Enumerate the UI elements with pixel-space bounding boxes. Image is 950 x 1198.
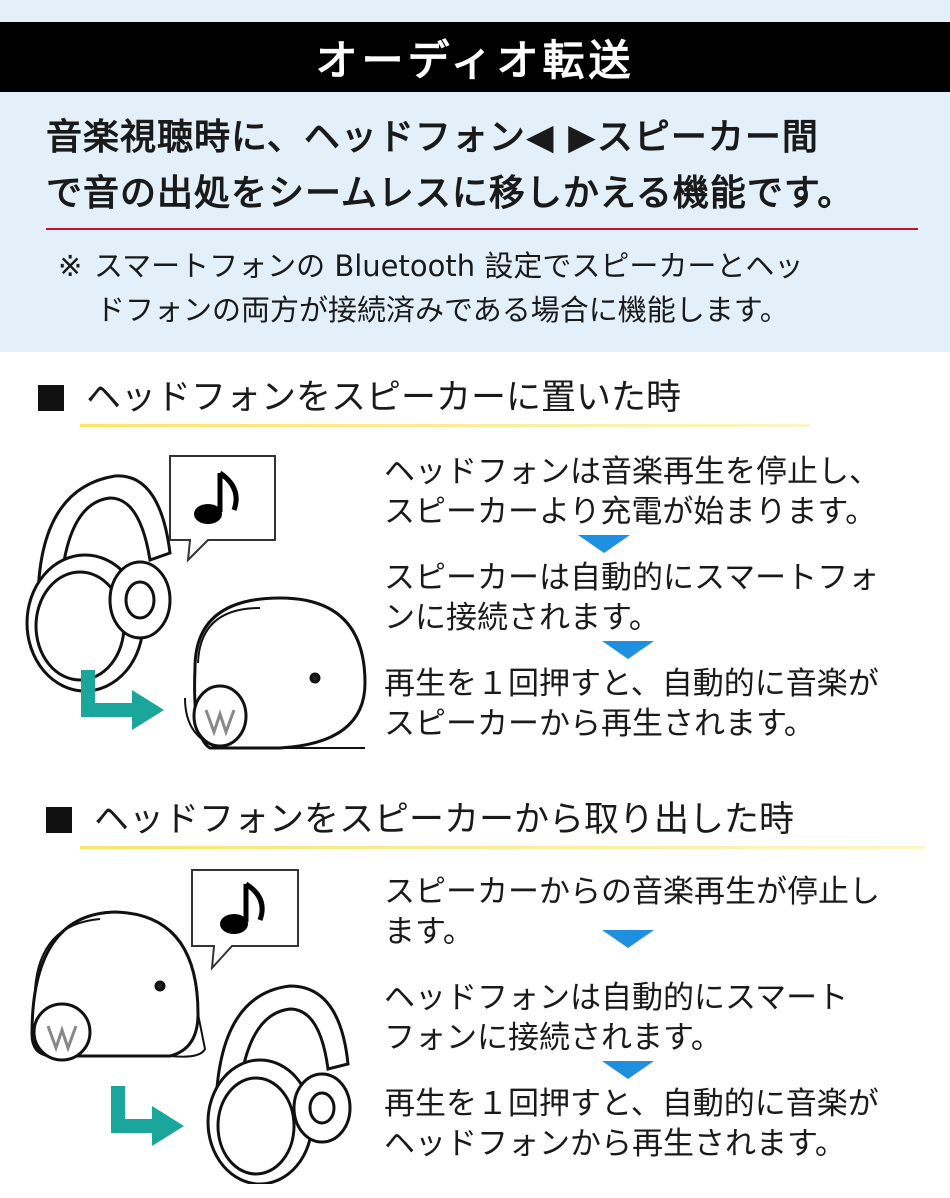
step-line: フォンに接続されます。 — [384, 1020, 722, 1056]
note-line-1: スマートフォンの Bluetooth 設定でスピーカーとヘッ — [94, 249, 804, 283]
illustration-place-on-speaker — [25, 455, 367, 750]
music-note-icon — [220, 881, 265, 934]
step-line: ヘッドフォンは音楽再生を停止し、 — [384, 454, 880, 490]
speaker-icon — [184, 596, 367, 750]
headphones-icon — [206, 984, 352, 1184]
lead-text: 音楽視聴時に、ヘッドフォン◀ ▶スピーカー間 で音の出処をシームレスに移しかえる… — [46, 110, 926, 222]
step-line: 再生を１回押すと、自動的に音楽が — [384, 1086, 879, 1122]
speaker-icon — [30, 910, 207, 1062]
step-text: ヘッドフォンは音楽再生を停止し、 スピーカーより充電が始まります。 — [384, 452, 929, 532]
step-line: スピーカーからの音楽再生が停止し — [384, 874, 880, 910]
step-line: ンに接続されます。 — [384, 600, 660, 636]
headphones-icon — [25, 474, 172, 693]
step-line: ヘッドフォンは自動的にスマート — [384, 980, 849, 1016]
teal-arrow-icon — [81, 670, 164, 730]
step-text: 再生を１回押すと、自動的に音楽が ヘッドフォンから再生されます。 — [384, 1084, 929, 1164]
blue-down-triangle-icon — [602, 930, 654, 948]
step-line: スピーカーから再生されます。 — [384, 706, 815, 742]
step-text: スピーカーからの音楽再生が停止し ます。 — [384, 872, 929, 952]
bullet-square-icon — [46, 807, 72, 833]
step-line: 再生を１回押すと、自動的に音楽が — [384, 666, 879, 702]
section-heading-remove: ヘッドフォンをスピーカーから取り出した時 — [46, 796, 794, 844]
blue-down-triangle-icon — [602, 1061, 654, 1079]
blue-down-triangle-icon — [578, 535, 630, 553]
divider — [46, 228, 918, 230]
section-heading-text: ヘッドフォンをスピーカーから取り出した時 — [94, 800, 795, 840]
heading-underline — [80, 846, 925, 849]
bullet-square-icon — [38, 385, 64, 411]
step-text: ヘッドフォンは自動的にスマート フォンに接続されます。 — [384, 978, 929, 1058]
note-mark: ※ — [58, 249, 83, 283]
illustration-remove-from-speaker — [30, 869, 352, 1184]
lead-line-2: で音の出処をシームレスに移しかえる機能です。 — [46, 173, 855, 214]
page-title: オーディオ転送 — [0, 22, 950, 92]
step-text: 再生を１回押すと、自動的に音楽が スピーカーから再生されます。 — [384, 664, 929, 744]
blue-down-triangle-icon — [602, 641, 654, 659]
section-heading-place: ヘッドフォンをスピーカーに置いた時 — [38, 374, 681, 422]
teal-arrow-icon — [111, 1086, 184, 1146]
step-line: スピーカーは自動的にスマートフォ — [384, 560, 880, 596]
step-line: スピーカーより充電が始まります。 — [384, 494, 877, 530]
lead-line-1: 音楽視聴時に、ヘッドフォン◀ ▶スピーカー間 — [46, 117, 819, 158]
step-line: ヘッドフォンから再生されます。 — [384, 1126, 846, 1162]
step-text: スピーカーは自動的にスマートフォ ンに接続されます。 — [384, 558, 929, 638]
section-heading-text: ヘッドフォンをスピーカーに置いた時 — [86, 378, 682, 418]
step-line: ます。 — [384, 914, 474, 950]
music-note-icon — [194, 470, 239, 524]
steps-remove: スピーカーからの音楽再生が停止し ます。 ヘッドフォンは自動的にスマート フォン… — [384, 872, 929, 1164]
heading-underline — [80, 424, 810, 427]
note-line-2: ドフォンの両方が接続済みである場合に機能します。 — [96, 293, 789, 327]
note: ※ スマートフォンの Bluetooth 設定でスピーカーとヘッ ドフォンの両方が… — [58, 244, 908, 332]
steps-place: ヘッドフォンは音楽再生を停止し、 スピーカーより充電が始まります。 スピーカーは… — [384, 452, 929, 744]
